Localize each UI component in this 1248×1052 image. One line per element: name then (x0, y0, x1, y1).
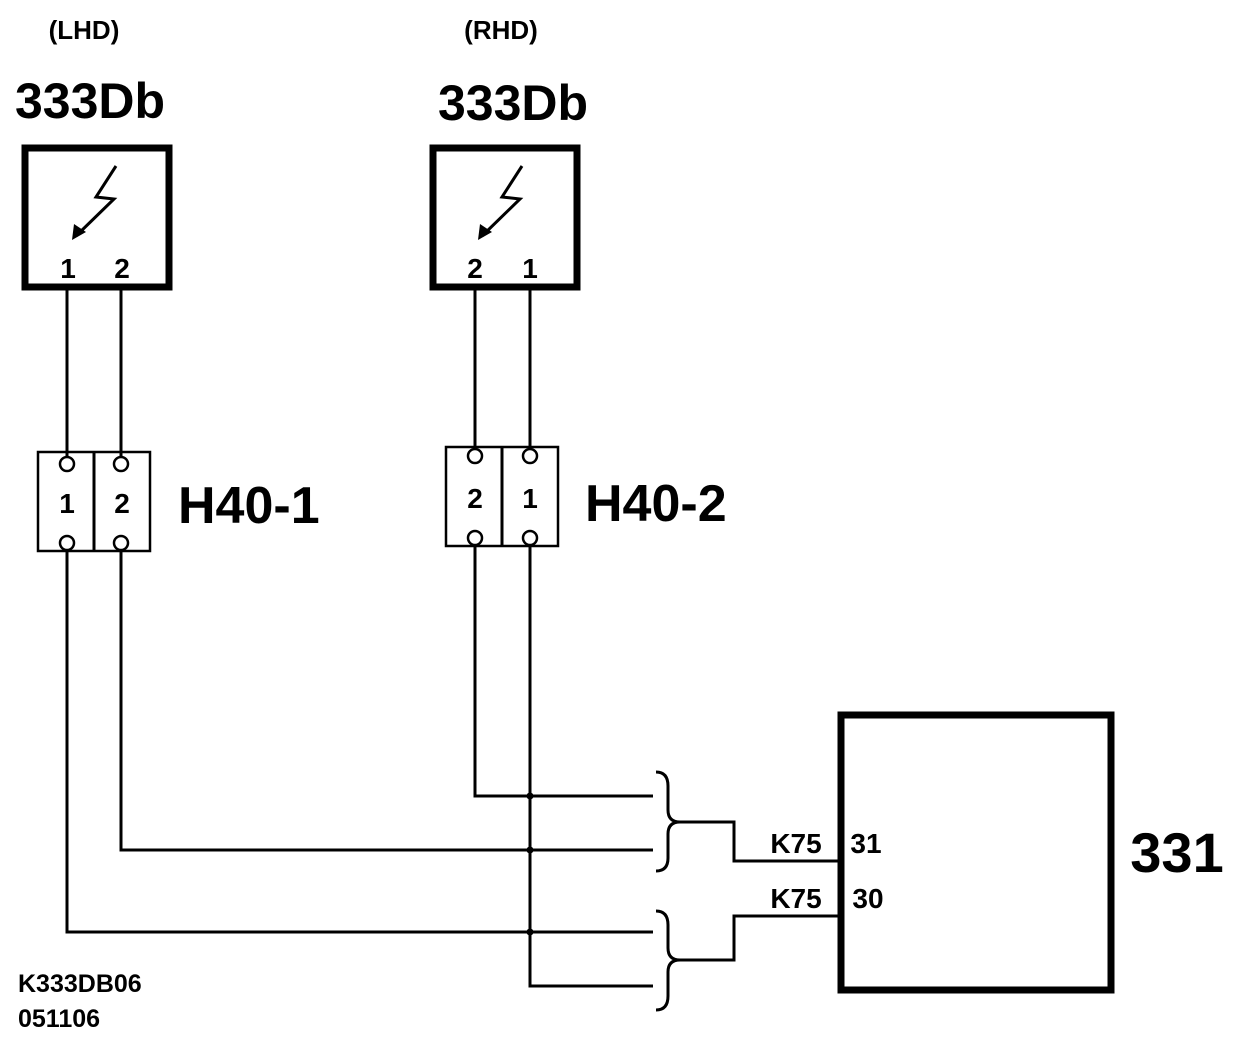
h40-2-pin-1: 1 (522, 483, 538, 514)
rhd-sensor: (RHD) 333Db 2 1 (429, 15, 588, 291)
terminal-30-connector: K75 (770, 883, 821, 914)
lhd-sensor-pin-2: 2 (114, 253, 130, 284)
h40-1-label: H40-1 (178, 477, 320, 535)
connector-h40-2: 2 1 H40-2 (444, 445, 727, 548)
lhd-variant-label: (LHD) (49, 15, 120, 45)
lhd-sensor-name: 333Db (15, 73, 165, 129)
rhd-sensor-pin-2: 2 (467, 253, 483, 284)
connector-h40-1: 1 2 H40-1 (36, 450, 320, 553)
lower-brace (655, 909, 681, 1012)
terminal-31-connector: K75 (770, 828, 821, 859)
lhd-sensor: (LHD) 333Db 1 2 (15, 15, 173, 291)
upper-brace (655, 770, 681, 873)
h40-2-label: H40-2 (585, 475, 727, 533)
drawing-code: K333DB06 051106 (18, 970, 142, 1033)
upper-wires (65, 290, 532, 457)
rhd-sensor-name: 333Db (438, 75, 588, 131)
lhd-sensor-box (21, 144, 173, 291)
h40-1-pin-2: 2 (114, 488, 130, 519)
lhd-sensor-bolt-icon (72, 165, 118, 240)
rhd-variant-label: (RHD) (464, 15, 538, 45)
drawing-id: K333DB06 (18, 970, 142, 998)
drawing-date: 051106 (18, 1005, 100, 1033)
h40-2-pin-2: 2 (467, 483, 483, 514)
rhd-sensor-pin-1: 1 (522, 253, 538, 284)
control-unit-331: 331 K75 31 K75 30 (770, 711, 1224, 994)
lhd-sensor-pin-1: 1 (60, 253, 76, 284)
rhd-sensor-bolt-icon (478, 165, 524, 240)
terminal-30-pin: 30 (852, 883, 883, 914)
control-unit-box (837, 711, 1115, 994)
rhd-sensor-box (429, 144, 581, 291)
lower-wires (65, 545, 653, 988)
terminal-31-pin: 31 (850, 828, 881, 859)
h40-1-pin-1: 1 (59, 488, 75, 519)
control-unit-leads (680, 820, 847, 962)
control-unit-name: 331 (1130, 821, 1223, 884)
